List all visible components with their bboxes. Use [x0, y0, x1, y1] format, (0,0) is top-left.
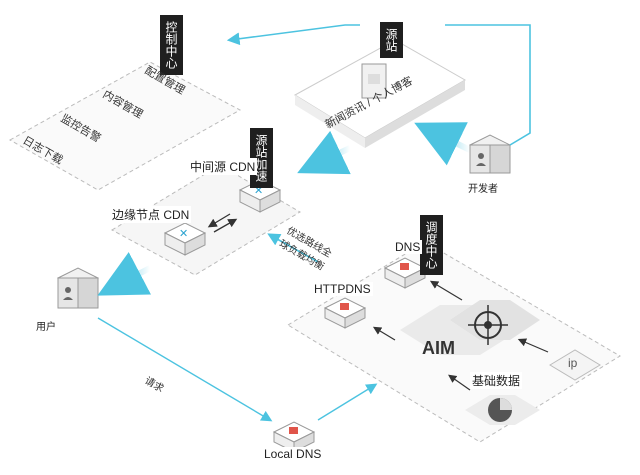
cdn-to-user-arrow — [97, 252, 152, 296]
basic-data-label: 基础数据 — [470, 372, 523, 389]
aim-to-httpdns-arrow — [372, 326, 396, 341]
target-icon — [468, 305, 508, 345]
edge-cdn-box: ✕ — [163, 222, 207, 256]
control-center-panel — [8, 61, 242, 191]
user-server — [56, 267, 100, 309]
user-to-localdns-arrow — [97, 317, 273, 422]
local-dns-label: Local DNS — [262, 447, 324, 461]
dispatch-title: 调度中心 — [420, 215, 443, 275]
ip-icon — [549, 349, 601, 381]
to-control-center-arrow — [226, 24, 360, 46]
aim-to-dns-arrow — [429, 280, 463, 301]
mid-cdn-label: 中间源 CDN — [188, 158, 258, 175]
origin-to-acceleration-arrow — [297, 130, 352, 175]
edge-cdn-label: 边缘节点 CDN — [110, 206, 192, 223]
svg-text:✕: ✕ — [254, 185, 263, 197]
svg-text:✕: ✕ — [179, 228, 188, 240]
pie-icon — [488, 398, 512, 422]
edge-to-mid-arrow — [213, 218, 238, 233]
ip-label: ip — [568, 356, 578, 370]
data-to-aim-arrow — [448, 374, 471, 391]
ip-to-aim-arrow — [517, 338, 549, 353]
dispatch-to-cdn-arrow — [267, 233, 319, 263]
mid-to-edge-arrow — [207, 213, 231, 228]
developer-to-origin-arrow — [414, 122, 472, 166]
httpdns-box — [323, 297, 367, 329]
origin-title: 源站 — [380, 22, 403, 58]
aim-label: AIM — [422, 338, 455, 358]
developer-server — [468, 134, 512, 174]
dns-label: DNS — [393, 240, 423, 254]
localdns-to-dispatch-arrow — [317, 383, 378, 421]
httpdns-label: HTTPDNS — [312, 282, 373, 296]
developer-to-origin-line — [445, 24, 531, 146]
user-label: 用户 — [34, 318, 58, 333]
developer-label: 开发者 — [466, 180, 500, 195]
control-center-title: 控制中心 — [160, 15, 183, 75]
